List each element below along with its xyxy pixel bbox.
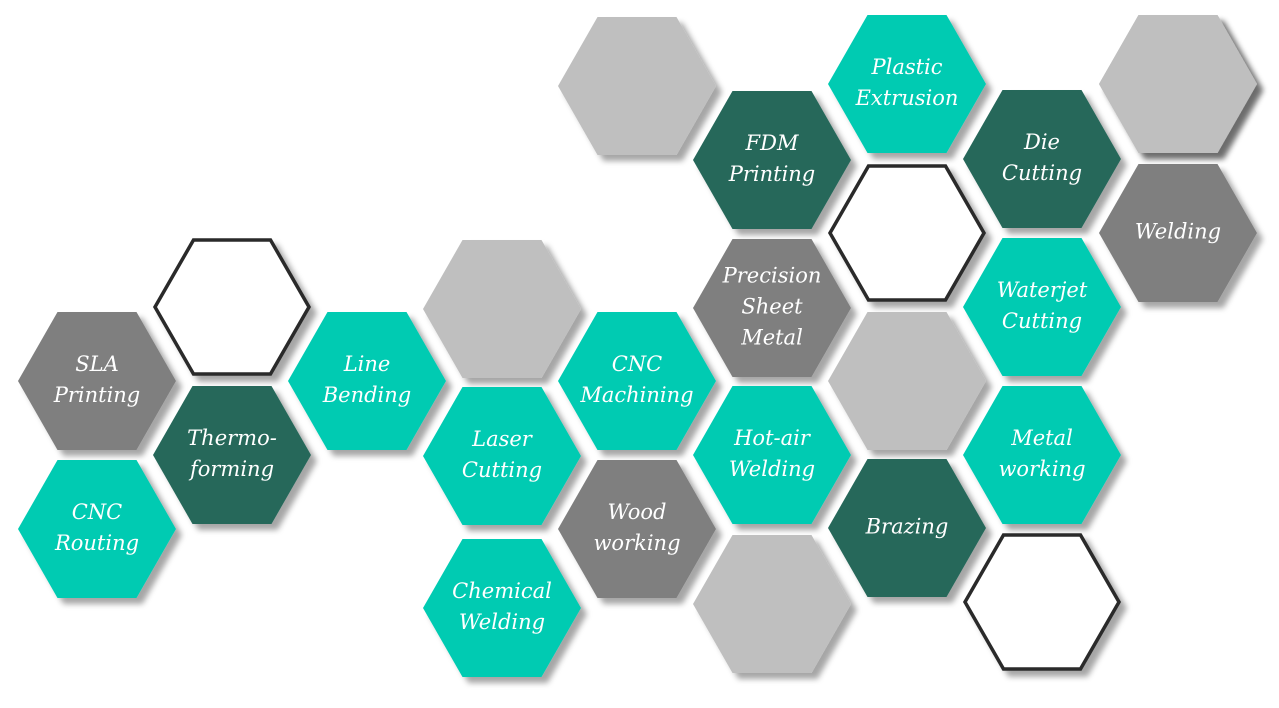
hexagon-wood-working: Wood working bbox=[558, 460, 716, 598]
hexagon-label: Cutting bbox=[1002, 161, 1082, 185]
hexagon-label: Bending bbox=[322, 383, 412, 407]
hexagon-shape bbox=[963, 238, 1121, 376]
hexagon-shape bbox=[558, 460, 716, 598]
hexagon-blank-gray-3 bbox=[693, 535, 851, 673]
hexagon-shape bbox=[693, 91, 851, 229]
hexagon-outline-3 bbox=[962, 533, 1122, 671]
hexagon-label: Metal bbox=[1010, 426, 1073, 450]
hexagon-label: Brazing bbox=[865, 515, 949, 539]
hexagon-shape bbox=[1099, 15, 1257, 153]
hexagon-welding: Welding bbox=[1099, 164, 1257, 302]
hexagon-thermoforming: Thermo-forming bbox=[153, 386, 311, 524]
hexagon-label: Waterjet bbox=[997, 278, 1088, 302]
hexagon-shape bbox=[152, 238, 312, 376]
hexagon-shape bbox=[1099, 164, 1257, 302]
hexagon-label: Die bbox=[1023, 130, 1060, 154]
hexagon-blank-gray-2 bbox=[558, 17, 716, 155]
hexagon-label: Wood bbox=[608, 500, 667, 524]
hexagon-label: CNC bbox=[72, 500, 123, 524]
hexagon-shape bbox=[558, 312, 716, 450]
hexagon-shape bbox=[827, 164, 987, 302]
hexagon-shape bbox=[18, 460, 176, 598]
hexagon-label: Printing bbox=[728, 162, 816, 186]
hexagon-shape bbox=[828, 459, 986, 597]
hexagon-label: Hot-air bbox=[733, 426, 812, 450]
hexagon-cnc-routing: CNC Routing bbox=[18, 460, 176, 598]
hexagon-label: working bbox=[998, 457, 1085, 481]
hexagon-label: Machining bbox=[579, 383, 693, 407]
hexagon-shape bbox=[288, 312, 446, 450]
hexagon-label: Sheet bbox=[741, 295, 803, 319]
hexagon-shape bbox=[693, 239, 851, 377]
hexagon-sla-printing: SLA Printing bbox=[18, 312, 176, 450]
hexagon-label: Routing bbox=[54, 531, 139, 555]
hexagon-label: Plastic bbox=[870, 55, 942, 79]
hexagon-shape bbox=[153, 386, 311, 524]
hexagon-label: Welding bbox=[459, 610, 545, 634]
hexagon-label: working bbox=[593, 531, 680, 555]
hexagon-shape bbox=[423, 539, 581, 677]
hexagon-outline-2 bbox=[827, 164, 987, 302]
hexagon-label: Printing bbox=[53, 383, 141, 407]
hexagon-label: forming bbox=[188, 457, 274, 481]
hexagon-label: Cutting bbox=[1002, 309, 1082, 333]
hexagon-label: SLA bbox=[75, 352, 119, 376]
hexagon-label: Line bbox=[343, 352, 391, 376]
hexagon-label: Precision bbox=[722, 264, 822, 288]
hexagon-cnc-machining: CNC Machining bbox=[558, 312, 716, 450]
hexagon-shape bbox=[963, 386, 1121, 524]
hexagon-brazing: Brazing bbox=[828, 459, 986, 597]
hexagon-outline-1 bbox=[152, 238, 312, 376]
hexagon-label: Extrusion bbox=[855, 86, 959, 110]
hexagon-label: Metal bbox=[740, 326, 803, 350]
hexagon-shape bbox=[18, 312, 176, 450]
hexagon-blank-gray-1 bbox=[423, 240, 581, 378]
hexagon-label: FDM bbox=[745, 131, 799, 155]
hexagon-label: CNC bbox=[612, 352, 663, 376]
hexagon-label: Chemical bbox=[452, 579, 552, 603]
hexagon-label: Cutting bbox=[462, 458, 542, 482]
hexagon-metal-working: Metal working bbox=[963, 386, 1121, 524]
hexagon-fdm-printing: FDM Printing bbox=[693, 91, 851, 229]
hexagon-label: Welding bbox=[729, 457, 815, 481]
hexagon-shape bbox=[558, 17, 716, 155]
hexagon-shape bbox=[693, 535, 851, 673]
hexagon-shape bbox=[962, 533, 1122, 671]
hexagon-shape bbox=[828, 15, 986, 153]
hexagon-blank-gray-4 bbox=[828, 312, 986, 450]
hexagon-shape bbox=[423, 387, 581, 525]
hexagon-label: Thermo- bbox=[187, 426, 277, 450]
hexagon-label: Welding bbox=[1135, 220, 1221, 244]
hexagon-shape bbox=[963, 90, 1121, 228]
hexagon-blank-gray-6 bbox=[1099, 15, 1257, 153]
hexagon-label: Laser bbox=[471, 427, 534, 451]
hexagon-shape bbox=[423, 240, 581, 378]
hexagon-shape bbox=[828, 312, 986, 450]
hexagon-shape bbox=[693, 386, 851, 524]
